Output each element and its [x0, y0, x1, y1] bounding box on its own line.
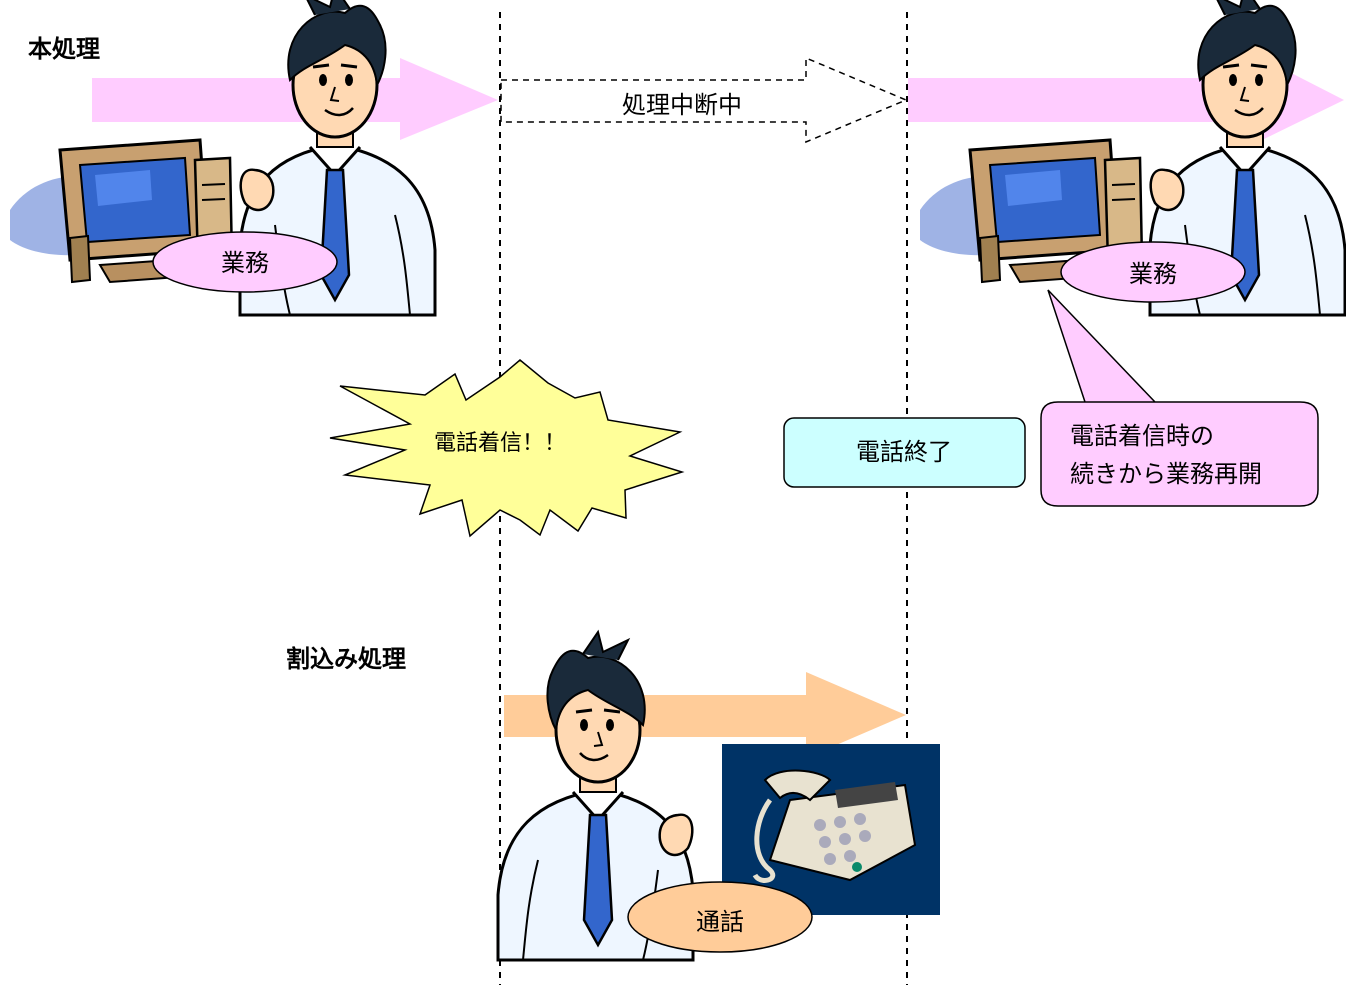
resume-label-line1: 電話着信時の — [1070, 422, 1214, 450]
work-bubble-right — [1060, 241, 1246, 303]
resume-callout — [1040, 289, 1319, 507]
interrupt-process-title: 割込み処理 — [286, 645, 406, 673]
talk-label: 通話 — [696, 908, 744, 936]
work-label-right: 業務 — [1129, 260, 1177, 288]
call-end-box — [783, 417, 1026, 488]
talk-bubble — [627, 881, 813, 953]
call-end-label: 電話終了 — [856, 438, 952, 466]
resume-label-line2: 続きから業務再開 — [1070, 460, 1262, 488]
incoming-call-burst — [329, 359, 685, 538]
incoming-call-label: 電話着信！！ — [434, 431, 566, 456]
telephone-icon — [752, 769, 917, 883]
work-label-left: 業務 — [221, 249, 269, 277]
suspended-arrow — [500, 56, 908, 144]
main-process-title: 本処理 — [28, 35, 100, 63]
work-bubble-left — [152, 231, 338, 293]
suspended-label: 処理中断中 — [622, 91, 742, 119]
